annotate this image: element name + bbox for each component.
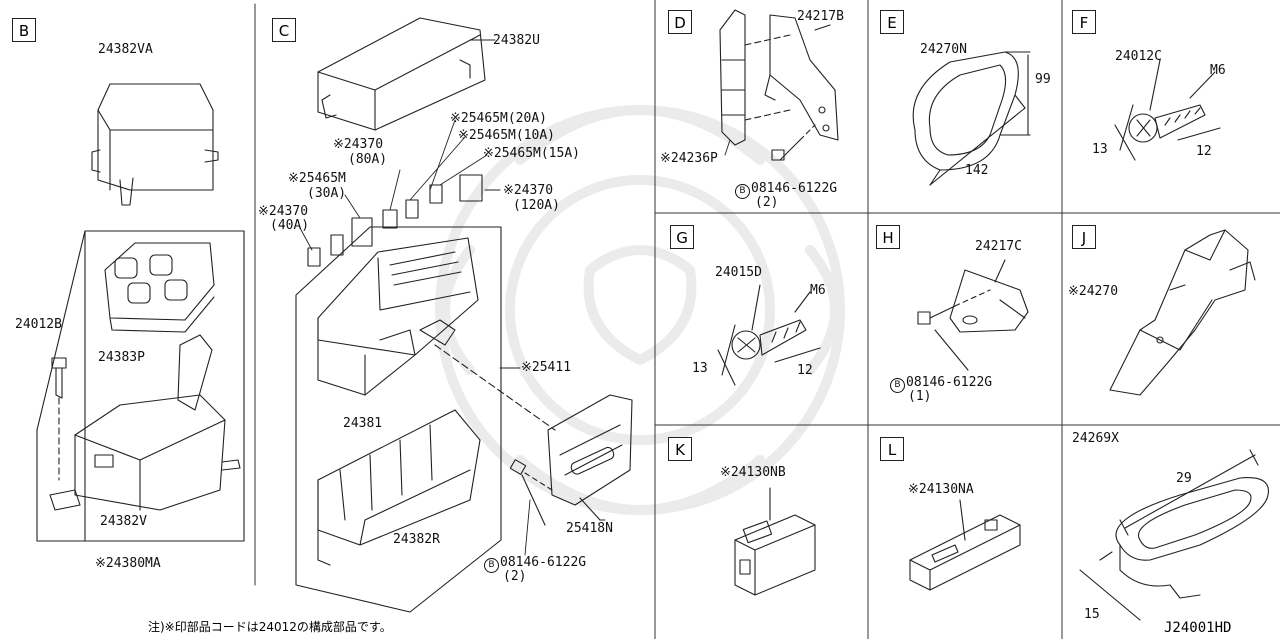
part-label: (40A): [270, 218, 310, 233]
part-label: 24382U: [493, 33, 540, 48]
part-label: 24269X: [1072, 431, 1119, 446]
dimension-label: 13: [1092, 142, 1108, 157]
part-label: 24012C: [1115, 49, 1162, 64]
dimension-label: 13: [692, 361, 708, 376]
part-label: (1): [908, 389, 932, 404]
part-label: ※24130NA: [908, 482, 974, 497]
part-label: ※24130NB: [720, 465, 786, 480]
relay-box-base-24382V: [49, 334, 241, 511]
part-label: 24382VA: [98, 42, 153, 57]
grommet-24270N: [912, 51, 1031, 186]
part-label: ※24370: [333, 137, 384, 152]
part-label: 24381: [343, 416, 383, 431]
part-label: (80A): [348, 152, 388, 167]
c-leaders: [299, 39, 606, 556]
bolt-symbol: B: [484, 558, 499, 573]
lower-bracket-24382R: [317, 409, 481, 566]
relay-box-frame: [36, 230, 245, 542]
section-e-box: E: [880, 10, 904, 34]
part-label: 24012B: [15, 317, 62, 332]
bolt-24015D: [717, 284, 821, 386]
part-label: ※25465M(20A): [450, 111, 547, 126]
section-g-box: G: [670, 225, 694, 249]
fuses-row: [307, 174, 483, 267]
part-label: (2): [755, 195, 779, 210]
section-c-box: C: [272, 18, 296, 42]
section-j-box: J: [1072, 225, 1096, 249]
bracket-25418N: [547, 394, 633, 521]
part-label: M6: [810, 283, 826, 298]
section-h-box: H: [876, 225, 900, 249]
part-label: ※24236P: [660, 151, 718, 166]
part-label: (120A): [513, 198, 560, 213]
clip-24236P: [719, 9, 791, 146]
part-label: ※25465M: [288, 171, 346, 186]
section-k-box: K: [668, 437, 692, 461]
watermark-emblem: [435, 105, 845, 515]
relay-box-cover-24382VA: [91, 83, 219, 206]
c-bolt-dashed: [524, 472, 553, 491]
part-label: ※24380MA: [95, 556, 161, 571]
bolt-c: [509, 459, 546, 526]
bolt-24012C: [1114, 59, 1221, 161]
part-label: ※24370: [503, 183, 554, 198]
part-label: ※24270: [1068, 284, 1119, 299]
part-label: 24217B: [797, 9, 844, 24]
bolt-d: [771, 124, 816, 161]
part-label: 24382V: [100, 514, 147, 529]
part-label: M6: [1210, 63, 1226, 78]
d-leader: [724, 139, 731, 156]
part-label: (2): [503, 569, 527, 584]
dimension-label: 99: [1035, 72, 1051, 87]
section-d-box: D: [668, 10, 692, 34]
bracket-24217B: [764, 14, 839, 141]
fusible-link-block-24381: [317, 237, 479, 396]
bolt-24012B: [51, 357, 67, 481]
section-f-box: F: [1072, 10, 1096, 34]
part-label: ※25465M(10A): [458, 128, 555, 143]
section-l-box: L: [880, 437, 904, 461]
part-label: 24383P: [98, 350, 145, 365]
drawing-code: J24001HD: [1164, 620, 1232, 636]
dimension-label: 12: [1196, 144, 1212, 159]
bolt-symbol: B: [735, 184, 750, 199]
connector-24130NB: [734, 487, 816, 596]
part-label: 25418N: [566, 521, 613, 536]
c-dashed-assembly-line: [434, 344, 556, 431]
bracket-24217C: [949, 259, 1029, 333]
part-label: 24217C: [975, 239, 1022, 254]
part-label: 24382R: [393, 532, 440, 547]
fuse-frame: [295, 226, 502, 613]
dimension-label: 12: [797, 363, 813, 378]
dimension-label: 15: [1084, 607, 1100, 622]
harness-protector-24270: [1109, 229, 1256, 396]
bolt-symbol: B: [890, 378, 905, 393]
dimension-label: 142: [965, 163, 989, 178]
footnote: 注)※印部品コードは24012の構成部品です。: [148, 620, 392, 634]
part-label: (30A): [307, 186, 347, 201]
part-label: ※24370: [258, 204, 309, 219]
part-label: ※25465M(15A): [483, 146, 580, 161]
dimension-label: 29: [1176, 471, 1192, 486]
section-dividers: [254, 0, 1280, 639]
connector-24130NA: [909, 499, 1021, 591]
part-label: 24270N: [920, 42, 967, 57]
grommet-24269X: [1079, 449, 1269, 621]
relay-holder-24383P: [104, 242, 215, 333]
part-label: 24015D: [715, 265, 762, 280]
section-b-box: B: [12, 18, 36, 42]
bolt-h: [917, 289, 991, 371]
part-label: ※25411: [521, 360, 572, 375]
